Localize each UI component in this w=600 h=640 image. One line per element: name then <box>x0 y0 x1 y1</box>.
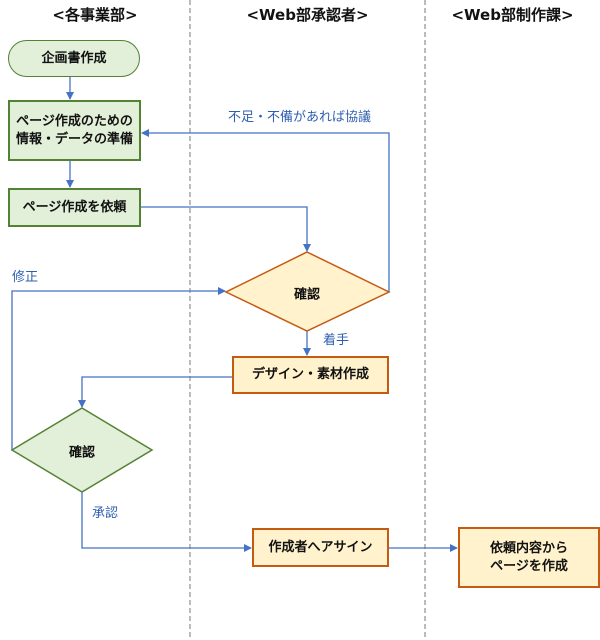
request-box: ページ作成を依頼 <box>8 188 141 227</box>
edge-label-start-work: 着手 <box>323 333 350 348</box>
request-label: ページ作成を依頼 <box>22 199 127 215</box>
review1-label: 確認 <box>293 287 321 303</box>
design-box: デザイン・素材作成 <box>232 356 389 394</box>
create-box: 依頼内容から ページを作成 <box>458 527 600 588</box>
create-label-line1: 依頼内容から <box>489 540 568 556</box>
design-label: デザイン・素材作成 <box>251 367 369 383</box>
create-label-line2: ページを作成 <box>490 558 568 574</box>
edge-label-revise: 修正 <box>12 270 39 285</box>
start-label: 企画書作成 <box>41 50 107 66</box>
assign-label: 作成者へアサイン <box>268 539 373 555</box>
arrow-review2-to-assign <box>81 492 252 552</box>
arrow-review1-to-prepare <box>141 129 390 292</box>
lane-header-web-approver: <Web部承認者> <box>246 6 369 24</box>
start-terminal: 企画書作成 <box>8 40 140 77</box>
prepare-box: ページ作成のための 情報・データの準備 <box>8 100 141 161</box>
review2-label: 確認 <box>68 445 96 461</box>
edge-label-insufficient: 不足・不備があれば協議 <box>228 110 372 125</box>
prepare-label-line1: ページ作成のための <box>16 113 133 129</box>
prepare-label-line2: 情報・データの準備 <box>15 131 133 147</box>
lane-header-business-dept: <各事業部> <box>52 6 138 24</box>
lane-header-web-production: <Web部制作課> <box>451 6 574 24</box>
arrow-design-to-review2 <box>78 376 232 408</box>
edge-label-approve: 承認 <box>92 506 119 521</box>
assign-box: 作成者へアサイン <box>252 528 389 567</box>
arrow-request-to-review1 <box>141 206 311 252</box>
arrow-review2-revise <box>11 287 226 450</box>
